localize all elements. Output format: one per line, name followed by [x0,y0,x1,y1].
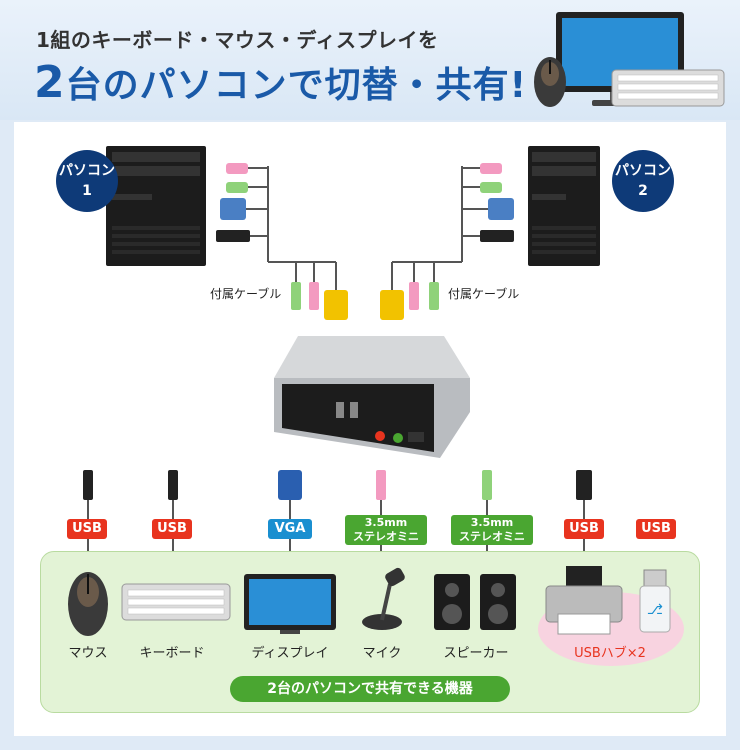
display-vga-plug-icon [278,470,302,500]
pc1-vga-plug-icon [220,198,246,220]
mic-plug-icon [376,470,386,500]
pc2-vga-plug-icon [488,198,514,220]
speaker-icon [434,574,516,630]
pc2-tower-icon [528,146,600,266]
tag-usb-keyboard: USB [152,519,192,539]
label-usb-hub: USBハブ×2 [574,646,646,661]
shared-devices-caption: 2台のパソコンで共有できる機器 [230,676,510,702]
headline-text: 台のパソコンで切替・共有! [65,65,528,106]
mouse-usb-plug-icon [83,470,93,500]
headline-number: 2 [34,57,66,108]
pc2-cable-vga-plug-icon [380,290,404,320]
pc1-cable-green-plug-icon [291,282,301,310]
hub-usb-plug-icon [576,470,592,500]
pc2-green-plug-icon [480,182,502,193]
cable-caption-left: 付属ケーブル [210,287,282,301]
pc1-cable-vga-plug-icon [324,290,348,320]
label-speaker: スピーカー [443,646,509,661]
pc2-cable-bundle [380,163,514,320]
pc1-pink-plug-icon [226,163,248,174]
tag-usb-mouse: USB [67,519,107,539]
header-peripherals-illustration [534,12,725,107]
cable-caption-right: 付属ケーブル [448,287,520,301]
printer-icon [545,566,623,635]
svg-text:⎇: ⎇ [647,602,663,618]
pc2-cable-green-plug-icon [429,282,439,310]
device-connectors [83,470,592,585]
label-mic: マイク [362,646,402,661]
mouse-icon [68,572,108,636]
pc1-badge: パソコン 1 [56,150,118,212]
keyboard-usb-plug-icon [168,470,178,500]
display-icon [244,574,336,634]
header-keyboard-icon [611,69,725,107]
label-display: ディスプレイ [251,646,329,661]
headline: 2台のパソコンで切替・共有! [34,56,527,108]
label-mouse: マウス [68,646,108,661]
tag-usb-hub-1: USB [564,519,604,539]
pc1-cable-pink-plug-icon [309,282,319,310]
keyboard-icon [121,583,231,621]
pc1-tower-icon [106,146,206,266]
pc2-cable-pink-plug-icon [409,282,419,310]
pc2-badge: パソコン 2 [612,150,674,212]
speaker-plug-icon [482,470,492,500]
pc2-usb-plug-icon [480,230,514,242]
pc1-usb-plug-icon [216,230,250,242]
pc1-cable-bundle [216,163,348,320]
pc1-green-plug-icon [226,182,248,193]
kvm-switch-icon [274,336,470,458]
tag-vga: VGA [268,519,312,539]
mic-icon [362,567,405,630]
tag-usb-hub-2: USB [636,519,676,539]
subtitle: 1組のキーボード・マウス・ディスプレイを [36,28,439,52]
label-keyboard: キーボード [139,646,205,661]
pc2-pink-plug-icon [480,163,502,174]
header-mouse-icon [534,57,566,107]
usb-flash-drive-icon: ⎇ [639,569,671,633]
